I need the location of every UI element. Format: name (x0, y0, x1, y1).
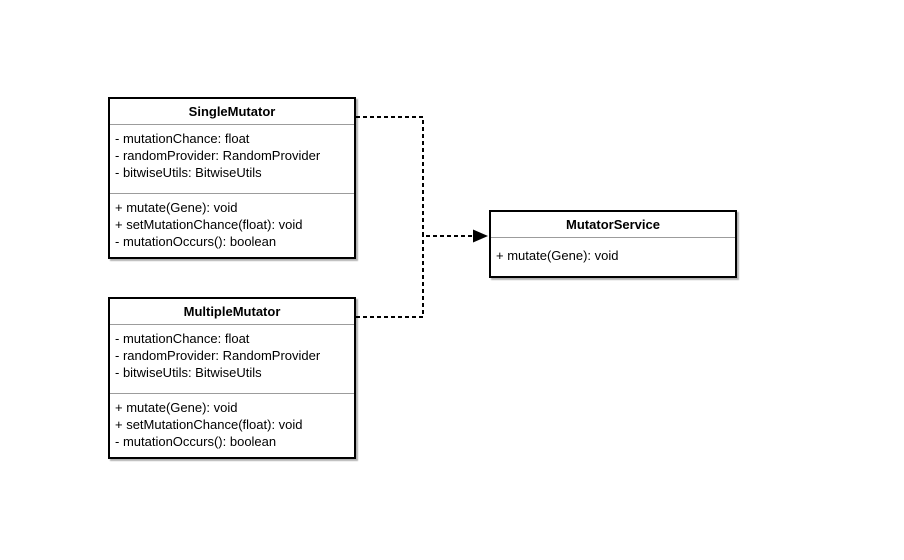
class-box-mutator-service[interactable]: MutatorService + mutate(Gene): void (489, 210, 737, 278)
class-box-multiple-mutator[interactable]: MultipleMutator - mutationChance: float … (108, 297, 356, 459)
connector-single-mutator-to-mutator-service[interactable] (356, 116, 473, 237)
connector-multiple-mutator-to-mutator-service[interactable] (356, 236, 424, 318)
class-box-single-mutator[interactable]: SingleMutator - mutationChance: float - … (108, 97, 356, 259)
methods-compartment: + mutate(Gene): void + setMutationChance… (110, 194, 354, 257)
method: + mutate(Gene): void (496, 248, 619, 263)
methods-compartment: + mutate(Gene): void + setMutationChance… (110, 394, 354, 457)
class-title: MutatorService (491, 212, 735, 238)
arrowhead-icon (473, 229, 488, 243)
method: - mutationOccurs(): boolean (115, 434, 277, 449)
attributes-compartment: - mutationChance: float - randomProvider… (110, 325, 354, 394)
method: + mutate(Gene): void (115, 200, 238, 215)
class-title: SingleMutator (110, 99, 354, 125)
attribute: - bitwiseUtils: BitwiseUtils (115, 165, 262, 180)
method: + setMutationChance(float): void (115, 417, 303, 432)
method: + setMutationChance(float): void (115, 217, 303, 232)
method: - mutationOccurs(): boolean (115, 234, 277, 249)
attribute: - randomProvider: RandomProvider (115, 148, 321, 163)
attribute: - mutationChance: float (115, 331, 250, 346)
attributes-compartment: - mutationChance: float - randomProvider… (110, 125, 354, 194)
attribute: - mutationChance: float (115, 131, 250, 146)
attribute: - randomProvider: RandomProvider (115, 348, 321, 363)
class-title: MultipleMutator (110, 299, 354, 325)
attribute: - bitwiseUtils: BitwiseUtils (115, 365, 262, 380)
method: + mutate(Gene): void (115, 400, 238, 415)
methods-compartment: + mutate(Gene): void (491, 238, 735, 276)
